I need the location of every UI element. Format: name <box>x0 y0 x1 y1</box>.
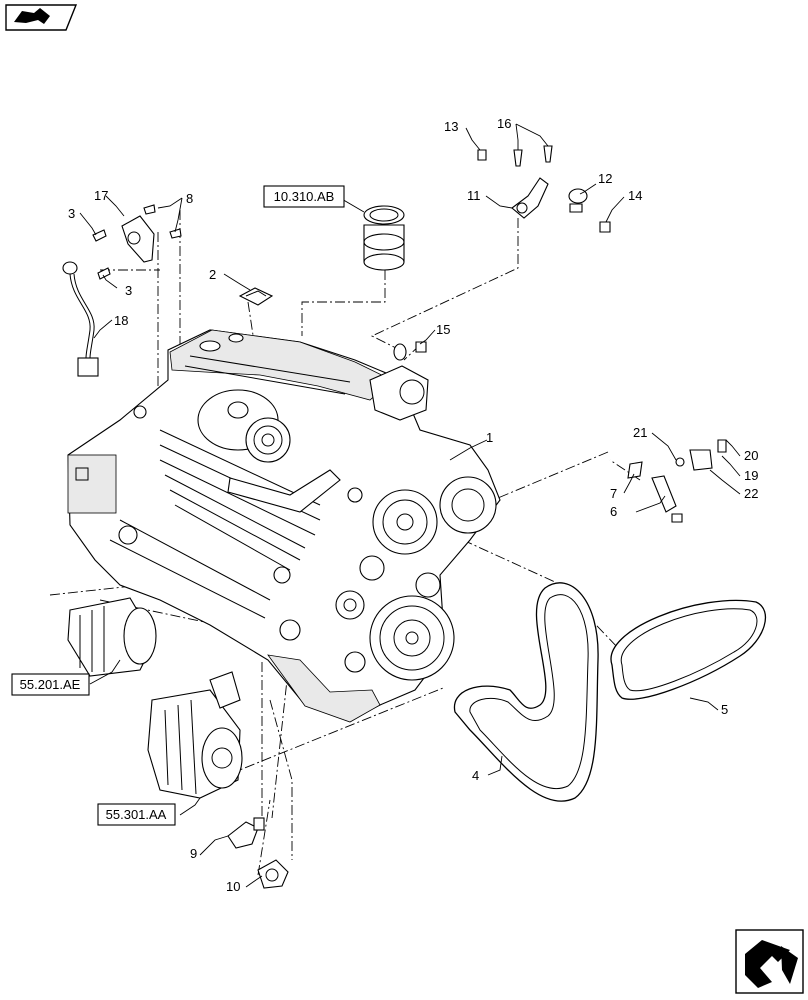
callout-1: 1 <box>486 430 493 445</box>
callout-21: 21 <box>633 425 647 440</box>
part-17-bracket <box>121 215 155 263</box>
ref-box-10-310-ab[interactable]: 10.310.AB <box>263 185 345 208</box>
callout-2: 2 <box>209 267 216 282</box>
callout-7: 7 <box>610 486 617 501</box>
callout-18: 18 <box>114 313 128 328</box>
callout-6: 6 <box>610 504 617 519</box>
starter-motor <box>67 597 157 677</box>
part-4-poly-v-belt <box>453 582 599 802</box>
callout-22: 22 <box>744 486 758 501</box>
callout-10: 10 <box>226 879 240 894</box>
callout-8: 8 <box>186 191 193 206</box>
callout-4: 4 <box>472 768 479 783</box>
part-7-clip <box>627 461 643 479</box>
callout-12: 12 <box>598 171 612 186</box>
callout-9: 9 <box>190 846 197 861</box>
callout-19: 19 <box>744 468 758 483</box>
callout-5: 5 <box>721 702 728 717</box>
hose-clamp-assembly <box>363 205 405 271</box>
part-18-harness <box>62 261 99 377</box>
part-8-screws <box>143 204 182 239</box>
page-turn-arrow-icon[interactable] <box>5 4 78 31</box>
part-13-bolt <box>477 149 487 161</box>
callout-14: 14 <box>628 188 642 203</box>
callout-11: 11 <box>467 188 481 203</box>
callout-3b: 3 <box>125 283 132 298</box>
ref-box-55-301-aa[interactable]: 55.301.AA <box>97 803 176 826</box>
part-12-fitting <box>568 188 588 213</box>
engine-assembly <box>67 329 501 723</box>
alternator <box>147 671 243 799</box>
part-16-bolts <box>513 145 553 167</box>
part-15-fitting <box>393 341 427 361</box>
part-11-bracket <box>511 177 549 219</box>
next-page-arrow-icon[interactable] <box>735 929 804 994</box>
part-10-elbow <box>257 859 289 889</box>
callout-15: 15 <box>436 322 450 337</box>
callout-numbers: 1 2 3 3 4 5 6 7 8 9 10 11 12 13 14 15 16… <box>68 116 758 894</box>
part-5-v-belt <box>610 599 767 700</box>
callout-16: 16 <box>497 116 511 131</box>
leader-lines <box>79 123 741 888</box>
ref-box-55-201-ae[interactable]: 55.201.AE <box>11 673 90 696</box>
callout-13: 13 <box>444 119 458 134</box>
ref-label-55-301-aa: 55.301.AA <box>106 807 167 822</box>
part-19-20-22-fittings <box>675 439 727 471</box>
callout-20: 20 <box>744 448 758 463</box>
part-2-cover-plate <box>238 287 274 306</box>
part-6-tube <box>651 475 683 523</box>
part-14-nut <box>599 221 611 233</box>
callout-17: 17 <box>94 188 108 203</box>
ref-label-55-201-ae: 55.201.AE <box>20 677 81 692</box>
part-3-screws <box>92 229 111 280</box>
callout-3a: 3 <box>68 206 75 221</box>
part-9-sensor <box>227 817 265 849</box>
ref-label-10-310-ab: 10.310.AB <box>274 189 335 204</box>
